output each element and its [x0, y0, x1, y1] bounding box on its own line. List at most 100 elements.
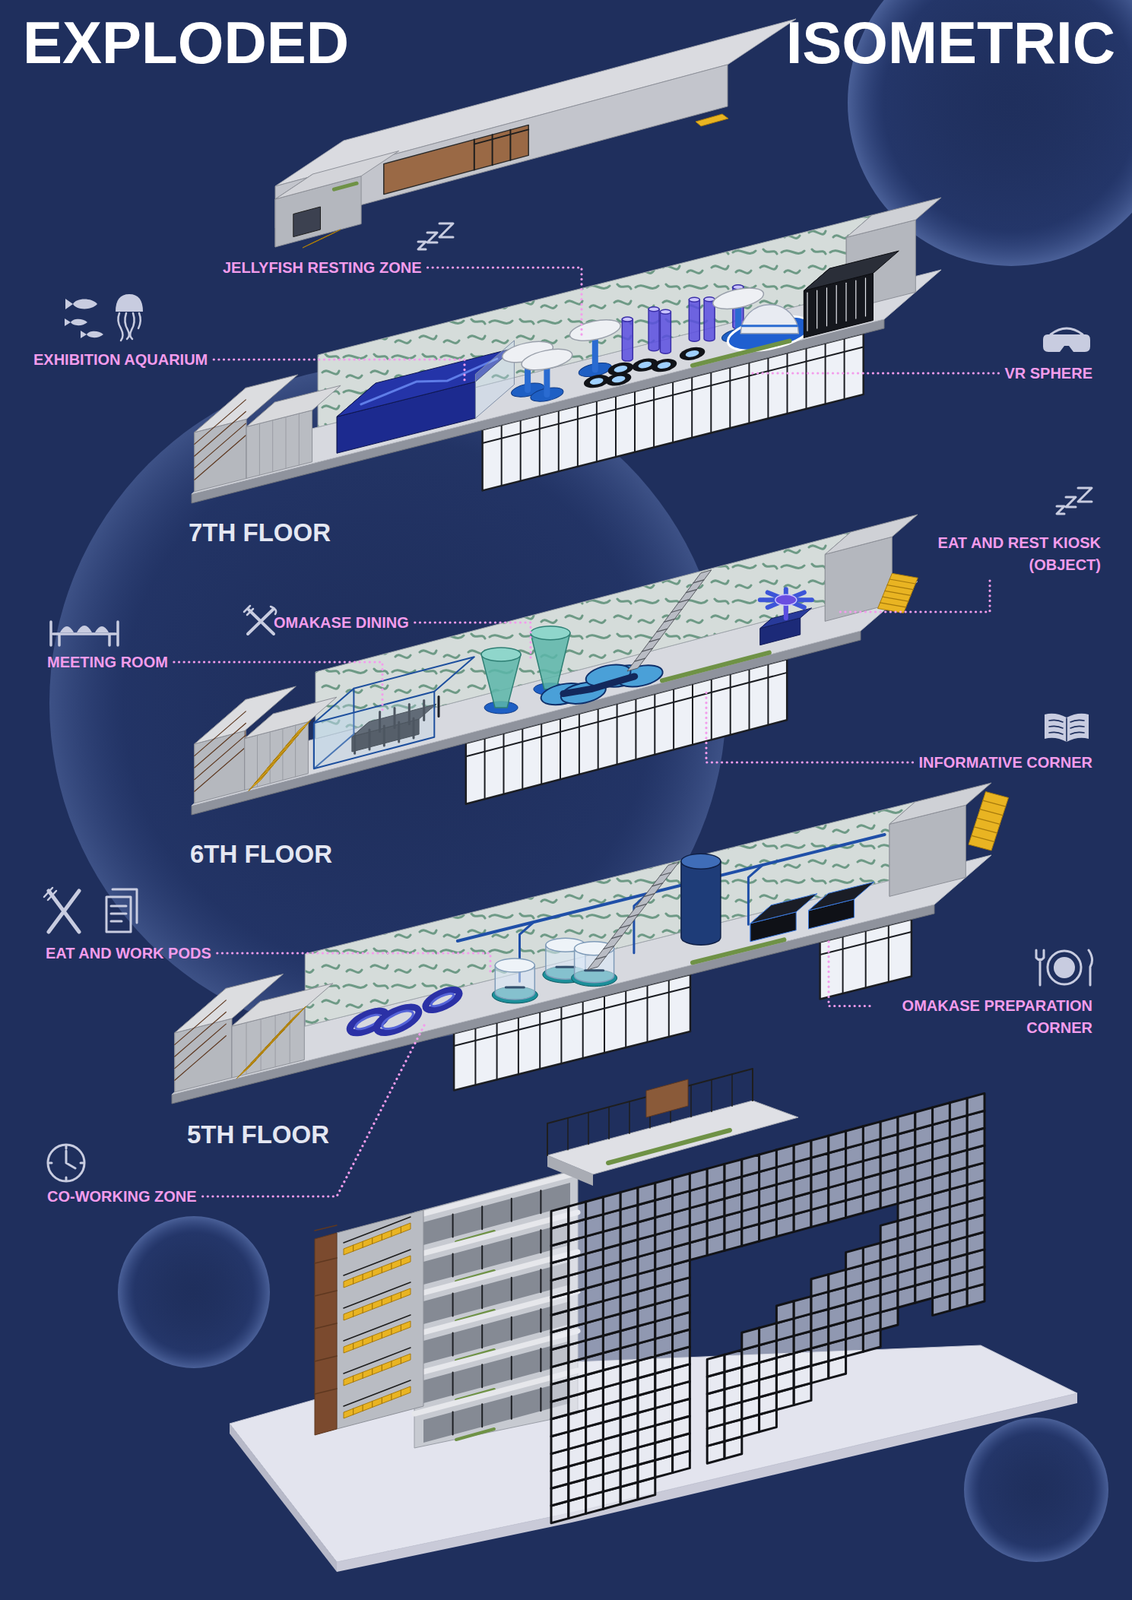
- railing-post: [710, 1079, 713, 1112]
- grid-cell: [967, 1093, 985, 1116]
- mullion: [729, 367, 731, 429]
- stair-tread: [258, 1045, 271, 1056]
- sleep-icon: [1056, 488, 1092, 514]
- planter-strip: [692, 939, 784, 963]
- stair-tread: [254, 773, 267, 784]
- grid-cell: [602, 1192, 621, 1215]
- cutlery-icon: [244, 605, 276, 616]
- railing: [845, 282, 847, 321]
- mullion: [653, 386, 655, 448]
- jellyfish-tube: [621, 319, 633, 362]
- window-mullion: [452, 1293, 454, 1317]
- deck-railing: [547, 1068, 753, 1156]
- mullion: [729, 674, 732, 736]
- mullion: [596, 401, 598, 463]
- clock-icon: [47, 1144, 85, 1182]
- zone-label: JELLYFISH RESTING ZONE: [222, 258, 422, 277]
- end-wall: [846, 197, 942, 238]
- stair-tread: [882, 596, 909, 602]
- railing: [806, 292, 808, 331]
- window-mullion: [539, 1190, 542, 1214]
- window-frame: [474, 129, 529, 144]
- prep-counter: [750, 894, 818, 924]
- stair-tread: [390, 1394, 392, 1401]
- leader-line: [415, 622, 531, 662]
- stair-tread: [693, 580, 704, 584]
- grid-cell: [620, 1187, 638, 1210]
- vr-dome: [740, 304, 799, 334]
- stair-rail: [343, 1249, 411, 1276]
- timber-joint: [314, 1225, 337, 1231]
- stair-tread: [884, 590, 911, 596]
- window-mullion: [510, 1357, 513, 1380]
- kiosk-hub: [775, 594, 797, 606]
- railing-post: [587, 1112, 590, 1145]
- stair-tread: [381, 1300, 383, 1307]
- railing-post: [628, 1101, 631, 1134]
- mullion: [710, 372, 712, 434]
- column-top: [530, 626, 571, 641]
- jellyfish-tube: [688, 297, 700, 302]
- end-wall: [889, 783, 992, 825]
- stair-tread: [381, 1332, 383, 1339]
- stair-tread: [656, 628, 668, 632]
- grid-cell: [759, 1150, 777, 1173]
- floor-label: 7TH FLOOR: [188, 517, 331, 549]
- mullion: [865, 931, 867, 989]
- grid-cell: [846, 1126, 864, 1149]
- timber-joint: [174, 1012, 226, 1058]
- stair-tread: [381, 1398, 383, 1405]
- display-tank: [681, 853, 721, 869]
- stair-tread: [362, 1274, 364, 1281]
- window-mullion: [510, 1238, 513, 1262]
- seat-ring-inner: [613, 364, 628, 375]
- grid-cell: [741, 1328, 760, 1351]
- grid-cell: [793, 1296, 812, 1320]
- railing: [836, 285, 838, 324]
- jellyfish-tube: [659, 309, 671, 314]
- stair-tread: [362, 1372, 364, 1379]
- timber-joint: [194, 423, 246, 469]
- meeting-frame: [353, 656, 474, 692]
- sleep-icon: [418, 223, 454, 250]
- seat-ring-inner: [637, 360, 653, 370]
- stair-tread: [362, 1404, 364, 1412]
- feature-wall: [317, 215, 872, 428]
- panel-joint: [269, 732, 271, 784]
- stair-tread: [362, 1339, 364, 1346]
- mullion: [710, 678, 713, 740]
- timber-joint: [194, 711, 246, 757]
- grid-cell: [776, 1301, 794, 1324]
- floor-six: [191, 514, 918, 815]
- grid-cell: [949, 1098, 968, 1121]
- stair-tread: [678, 599, 690, 603]
- mullion: [691, 377, 693, 438]
- timber-joint: [194, 735, 246, 781]
- column-top: [481, 647, 521, 662]
- pod-desk: [556, 966, 575, 969]
- mullion: [597, 708, 600, 770]
- stair-tread: [649, 638, 660, 642]
- stair-tread: [979, 809, 1003, 816]
- planter-strip: [456, 1429, 495, 1440]
- leader-line: [750, 371, 999, 375]
- stair-tread: [627, 914, 639, 918]
- timber-joint: [314, 1323, 337, 1329]
- mullion: [539, 1011, 541, 1069]
- timber-joint: [194, 747, 246, 792]
- prep-counter: [808, 881, 875, 911]
- roof-deck: [547, 1100, 799, 1175]
- window-mullion: [539, 1348, 542, 1372]
- stair-tread: [390, 1296, 392, 1303]
- stair-tread: [619, 925, 631, 929]
- window-mullion: [481, 1246, 483, 1269]
- glass-column: [530, 633, 571, 690]
- ground-slab: [229, 1345, 1078, 1563]
- grid-cell: [897, 1112, 916, 1135]
- window-mullion: [510, 1396, 513, 1420]
- panel-joint: [275, 1015, 276, 1068]
- stair: [878, 573, 919, 613]
- panel-joint: [298, 413, 300, 466]
- grid-cell: [568, 1201, 587, 1224]
